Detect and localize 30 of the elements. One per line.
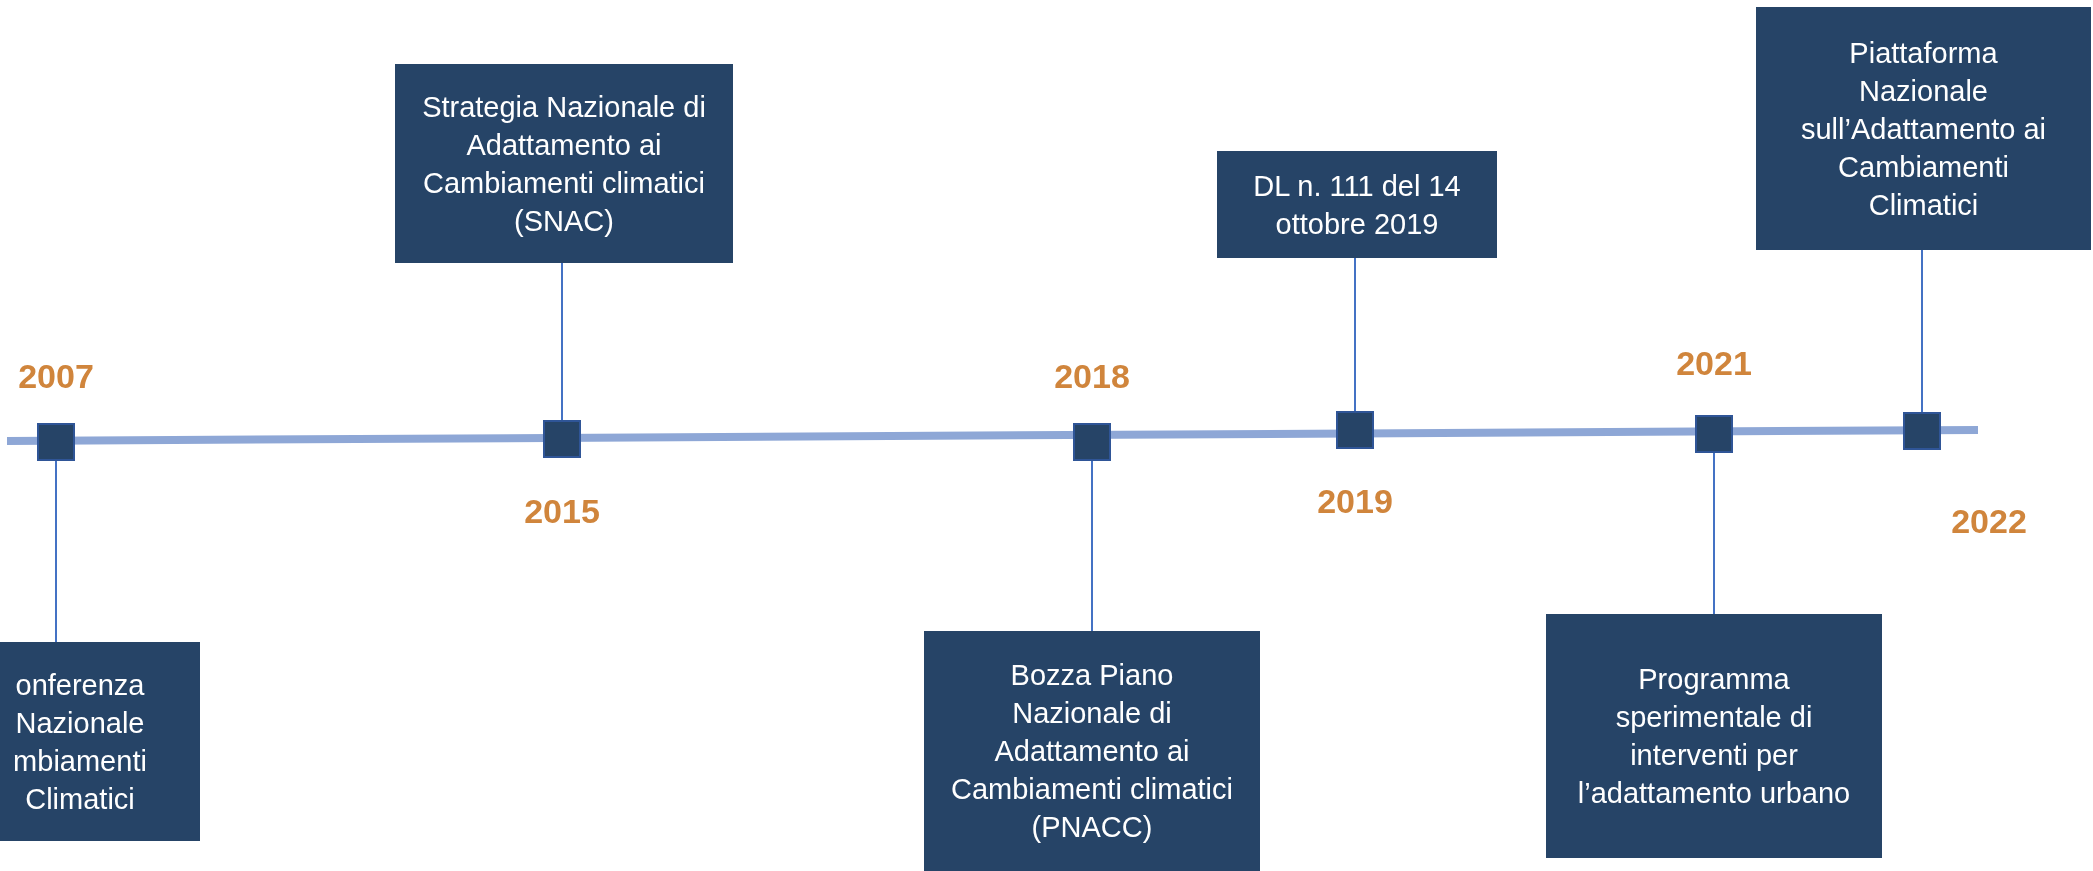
leader-line (1354, 257, 1356, 412)
event-text: onferenza Nazionale mbiamenti Climatici (12, 667, 148, 817)
event-box (924, 631, 1260, 871)
timeline-marker (1695, 415, 1733, 453)
event-box (0, 642, 200, 841)
year-label: 2007 (18, 356, 94, 396)
leader-line (561, 262, 563, 421)
year-label: 2021 (1676, 343, 1752, 383)
year-label: 2022 (1951, 501, 2027, 541)
event-text: Piattaforma Nazionale sull’Adattamento ai Cambiamenti Climatici (1800, 35, 2047, 223)
timeline-marker (543, 420, 581, 458)
timeline-marker (37, 423, 75, 461)
event-text: DL n. 111 del 14 ottobre 2019 (1252, 168, 1462, 242)
timeline-marker (1073, 423, 1111, 461)
event-box (1546, 614, 1882, 858)
year-label: 2015 (524, 491, 600, 531)
leader-line (55, 460, 57, 643)
event-box (1756, 7, 2091, 250)
event-box (1217, 151, 1497, 258)
event-box (395, 64, 733, 263)
leader-line (1091, 460, 1093, 632)
timeline-marker (1903, 412, 1941, 450)
timeline-marker (1336, 411, 1374, 449)
year-label: 2018 (1054, 356, 1130, 396)
leader-line (1713, 452, 1715, 615)
event-text: Programma sperimentale di interventi per l’adattamento urbano (1576, 662, 1852, 811)
year-label: 2019 (1317, 481, 1393, 521)
event-text: Strategia Nazionale di Adattamento ai Cambiamenti climatici (SNAC) (421, 89, 707, 239)
event-text: Bozza Piano Nazionale di Adattamento ai Cambiamenti climatici (PNACC) (950, 658, 1234, 845)
leader-line (1921, 249, 1923, 413)
